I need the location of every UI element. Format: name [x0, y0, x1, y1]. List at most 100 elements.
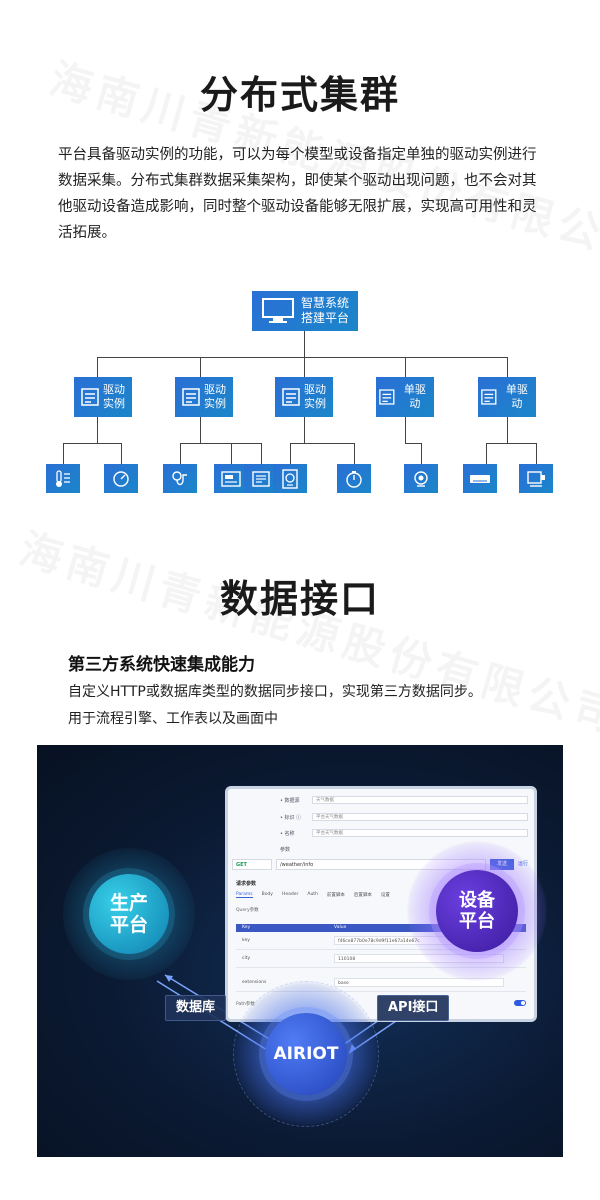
- single-driver-node: 单驱动: [376, 377, 434, 417]
- path-params-label: Path参数: [236, 1002, 255, 1007]
- tree-line: [97, 357, 507, 358]
- camera-icon: [404, 464, 438, 493]
- instance-label: 单驱动: [403, 383, 426, 410]
- tree-line: [97, 357, 98, 377]
- section-subtitle: 第三方系统快速集成能力: [68, 655, 255, 675]
- query-params-label: Query参数: [236, 908, 259, 913]
- send-button[interactable]: 发送: [490, 859, 514, 870]
- device-platform-node: 设备 平台: [436, 870, 518, 952]
- tab-auth[interactable]: Auth: [307, 892, 318, 897]
- tree-line: [63, 443, 64, 464]
- tree-line: [290, 443, 291, 464]
- smart-system-platform-node: 智慧系统 搭建平台: [252, 291, 358, 331]
- tree-line: [405, 357, 406, 377]
- datasource-field[interactable]: 天气数据: [312, 796, 528, 804]
- timer-gauge-icon: [337, 464, 371, 493]
- gauge-icon: [104, 464, 138, 493]
- tree-line: [121, 443, 122, 464]
- field-label: • 数据源: [280, 798, 300, 804]
- instance-label: 驱动 实例: [304, 383, 326, 410]
- tree-line: [180, 443, 261, 444]
- tab-header[interactable]: Header: [281, 892, 299, 897]
- tree-line: [405, 443, 421, 444]
- col-value: Value: [334, 925, 347, 930]
- params-table-header: Key Value: [236, 924, 526, 932]
- run-button[interactable]: 运行: [518, 859, 528, 870]
- field-label: • 标识 ⓘ: [280, 815, 302, 821]
- param-key: key: [242, 938, 250, 943]
- tree-line: [421, 443, 422, 464]
- server-icon: [379, 389, 395, 405]
- driver-instance-node: 驱动 实例: [275, 377, 333, 417]
- tree-line: [304, 357, 305, 377]
- field-label: 参数: [280, 847, 291, 853]
- tree-line: [354, 443, 355, 464]
- driver-instance-node: 驱动 实例: [74, 377, 132, 417]
- request-params-heading: 请求参数: [236, 881, 257, 887]
- identifier-field[interactable]: 平台天气数据: [312, 813, 528, 821]
- tree-line: [63, 443, 121, 444]
- cluster-description: 平台具备驱动实例的功能，可以为每个模型或设备指定单独的驱动实例进行数据采集。分布…: [58, 147, 537, 241]
- dial-meter-icon: [273, 464, 307, 493]
- controller-icon: [214, 464, 248, 493]
- tab-pre-script[interactable]: 前置脚本: [326, 893, 345, 898]
- tab-post-script[interactable]: 后置脚本: [353, 893, 372, 898]
- http-method-select[interactable]: GET: [232, 859, 272, 870]
- url-input[interactable]: /weather/info: [276, 859, 486, 870]
- interface-description-line2: 用于流程引擎、工作表以及画面中: [68, 711, 278, 727]
- param-value-input[interactable]: 110108: [334, 954, 504, 963]
- server-icon: [481, 389, 497, 405]
- col-key: Key: [242, 925, 251, 930]
- tab-settings[interactable]: 设置: [380, 893, 390, 898]
- thermometer-icon: [46, 464, 80, 493]
- param-value-input[interactable]: base: [334, 978, 504, 987]
- toggle-switch[interactable]: [514, 1000, 526, 1006]
- tree-line: [200, 357, 201, 377]
- name-field[interactable]: 平台天气数据: [312, 829, 528, 837]
- monitor-icon: [261, 298, 294, 323]
- tree-line: [536, 443, 537, 464]
- tree-line: [486, 443, 487, 464]
- database-tag: 数据库: [165, 995, 227, 1021]
- tree-line: [261, 443, 262, 464]
- integration-diagram: • 数据源 天气数据 • 标识 ⓘ 平台天气数据 • 名称 平台天气数据 参数 …: [37, 745, 563, 1157]
- param-key: extensions: [242, 980, 267, 985]
- table-row: city 110108: [236, 951, 526, 968]
- sensor-icon: [163, 464, 197, 493]
- root-label-line1: 智慧系统: [300, 296, 349, 310]
- section-title-cluster: 分布式集群: [199, 73, 400, 117]
- table-row: extensions base: [236, 975, 526, 992]
- field-label: • 名称: [280, 831, 295, 837]
- request-tabs: Params Body Header Auth 前置脚本 后置脚本 设置: [236, 892, 390, 898]
- instance-label: 单驱动: [505, 383, 528, 410]
- request-url-bar: GET /weather/info 发送 运行: [232, 859, 530, 870]
- tree-line: [200, 417, 201, 443]
- server-icon: [282, 388, 300, 406]
- production-platform-node: 生产 平台: [89, 874, 169, 954]
- airiot-core-node: AIRIOT: [265, 1013, 347, 1095]
- tree-line: [180, 443, 181, 464]
- api-interface-tag: API接口: [377, 995, 450, 1021]
- driver-instance-node: 驱动 实例: [175, 377, 233, 417]
- param-key: city: [242, 956, 251, 961]
- tree-line: [507, 357, 508, 377]
- instance-label: 驱动 实例: [103, 383, 125, 410]
- single-driver-node: 单驱动: [478, 377, 536, 417]
- tab-body[interactable]: Body: [261, 892, 273, 897]
- server-icon: [182, 388, 200, 406]
- tab-params[interactable]: Params: [236, 892, 253, 898]
- air-conditioner-icon: [463, 464, 497, 493]
- tree-line: [304, 331, 305, 357]
- tree-line: [486, 443, 536, 444]
- tree-line: [405, 417, 406, 443]
- tree-line: [507, 417, 508, 443]
- monitor-icon: [519, 464, 553, 493]
- device-panel-icon: [244, 464, 278, 493]
- tree-line: [231, 443, 232, 464]
- tree-line: [304, 417, 305, 443]
- instance-label: 驱动 实例: [204, 383, 226, 410]
- root-label-line2: 搭建平台: [300, 311, 349, 325]
- tree-line: [97, 417, 98, 443]
- server-icon: [81, 388, 99, 406]
- interface-description-line1: 自定义HTTP或数据库类型的数据同步接口，实现第三方数据同步。: [68, 684, 482, 700]
